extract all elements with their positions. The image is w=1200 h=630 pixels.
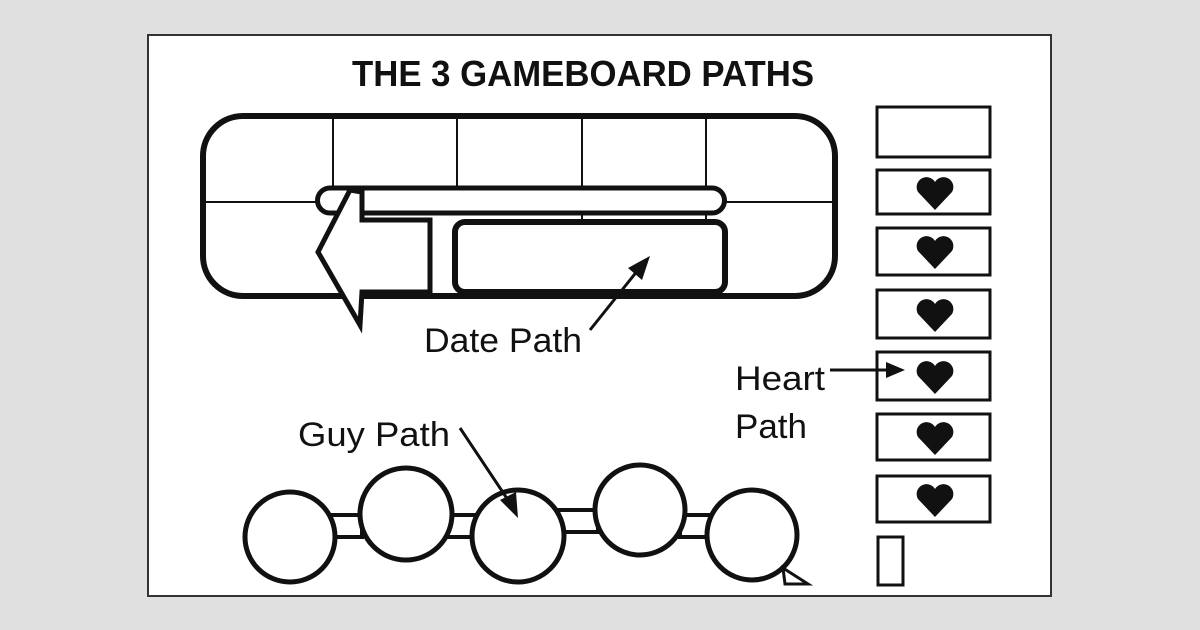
heart-path-label-line1: Heart: [735, 360, 826, 398]
heart-path-pointer-head-icon: [886, 362, 905, 378]
heart-icon: [916, 299, 954, 332]
heart-icon: [916, 177, 954, 210]
heart-icon: [916, 484, 954, 517]
date-path-arrow-icon: [315, 187, 433, 334]
guy-path-label: Guy Path: [298, 416, 450, 454]
date-path-pointer-head-icon: [628, 256, 650, 280]
heart-icon: [916, 422, 954, 455]
heart-path-label-line2: Path: [735, 408, 807, 446]
guy-path-pointer-arrow-icon: [458, 427, 510, 501]
guy-path: [242, 462, 814, 586]
heart-icon: [916, 236, 954, 269]
date-path-pointer-arrow-icon: [588, 264, 644, 331]
date-path-label: Date Path: [424, 322, 582, 360]
heart-icon: [916, 361, 954, 394]
date-path-board: [200, 113, 838, 334]
date-path-track: [315, 185, 727, 216]
diagram-title: THE 3 GAMEBOARD PATHS: [352, 53, 814, 94]
date-path-inner-box: [452, 219, 728, 295]
guy-path-pointer-head-icon: [500, 492, 518, 518]
heart-icons: [916, 177, 954, 517]
